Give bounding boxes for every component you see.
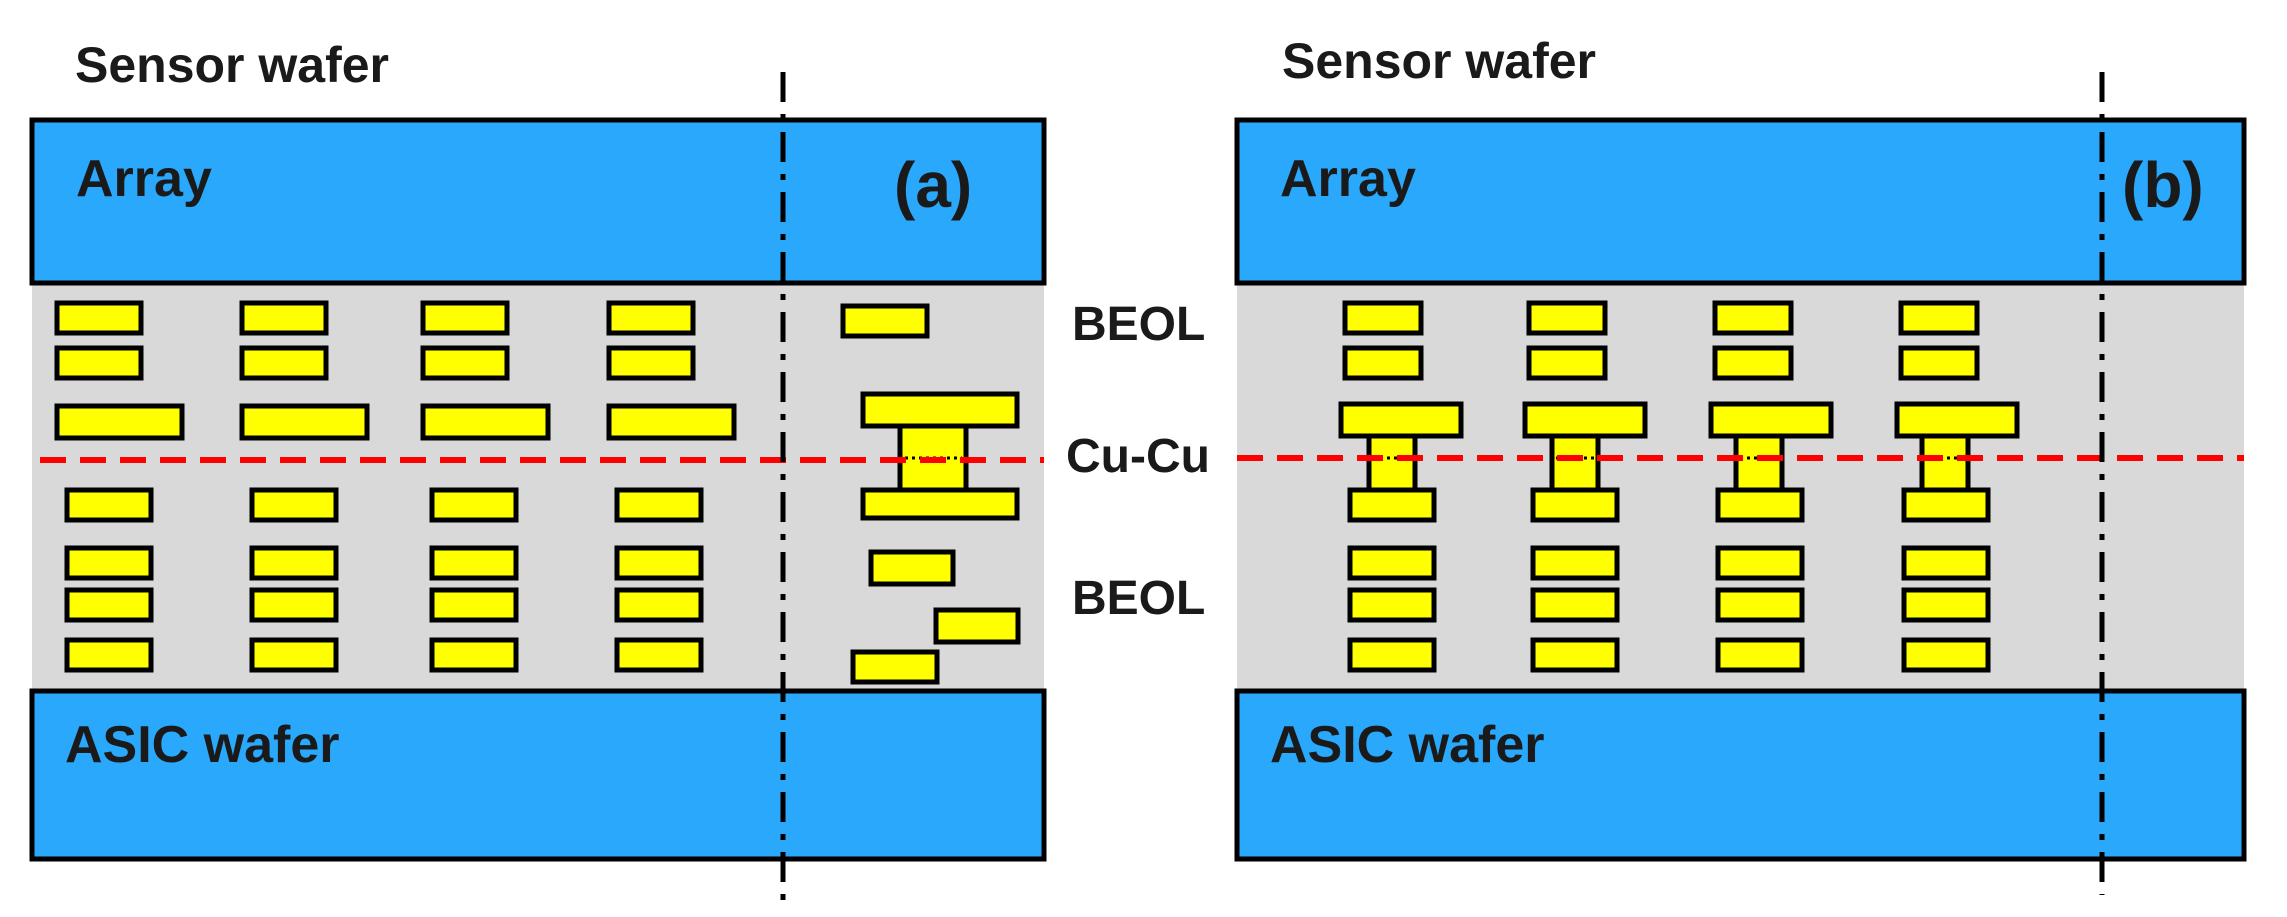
beol-metal-bottom [1715,545,1805,581]
beol-metal-top [239,300,329,336]
beol-metal-bottom [249,487,339,523]
cu-pillar-top-pad [1708,401,1834,439]
beol-metal-top [1898,345,1980,381]
beol-metal-top [420,345,510,381]
sensor-wafer-title-b: Sensor wafer [1282,33,1596,89]
cu-pillar-top-pad [860,391,1020,429]
beol-metal-bottom [429,637,519,673]
edge-metal [850,649,940,685]
sensor-wafer-b [1234,117,2247,286]
asic-wafer-b [1234,688,2247,862]
beol-metal-bottom [249,545,339,581]
beol-metal-bottom [1715,587,1805,623]
beol-metal-bottom [64,587,154,623]
beol-metal-bottom [1715,637,1805,673]
beol-metal-bottom [614,545,704,581]
metal-lines-b [1342,300,1991,673]
beol-metal-bottom [1347,545,1437,581]
beol-metal-bottom [1901,545,1991,581]
cu-pillar-bottom-pad [1347,487,1437,523]
asic-wafer-a [29,688,1047,862]
beol-metal-top-wide [239,403,370,441]
beol-metal-top [1342,345,1424,381]
asic-wafer-label-b: ASIC wafer [1270,716,1545,774]
edge-metal [840,303,930,339]
beol-metal-bottom [614,487,704,523]
sensor-wafer-a [29,117,1047,286]
cu-cu-bond-label: Cu-Cu [1066,430,1210,483]
beol-metal-bottom [249,637,339,673]
beol-metal-top [1526,345,1608,381]
beol-metal-bottom [614,637,704,673]
asic-wafer-label-a: ASIC wafer [65,716,340,774]
beol-metal-bottom [429,487,519,523]
cu-pillar-top-pad [1522,401,1648,439]
beol-metal-top [606,300,696,336]
beol-metal-top [54,300,144,336]
beol-metal-bottom [1530,545,1620,581]
panel-letter-a: (a) [894,149,972,221]
beol-metal-bottom [64,487,154,523]
beol-metal-top [1712,300,1794,336]
beol-metal-top [1898,300,1980,336]
beol-metal-top [1342,300,1424,336]
array-label-b: Array [1280,150,1416,208]
beol-metal-bottom [64,637,154,673]
beol-metal-bottom [614,587,704,623]
cu-pillar-bottom-pad [1901,487,1991,523]
beol-metal-top-wide [54,403,185,441]
panel-letter-b: (b) [2122,149,2204,221]
beol-metal-top-wide [420,403,551,441]
beol-label-top: BEOL [1072,298,1205,351]
beol-metal-bottom [64,545,154,581]
panel-a: Sensor wafer Array ASIC wafer (a) [29,37,1047,862]
metal-lines-a [54,300,1021,685]
cu-pillar-top-pad [1894,401,2020,439]
beol-label-bottom: BEOL [1072,572,1205,625]
beol-metal-top [420,300,510,336]
beol-metal-bottom [1347,587,1437,623]
cu-pillar-bottom-pad [860,487,1020,521]
beol-metal-top [239,345,329,381]
cu-pillar-bottom-pad [1530,487,1620,523]
cu-pillars-a [860,391,1020,521]
beol-metal-bottom [249,587,339,623]
beol-region-a [32,283,1044,691]
cu-pillar-top-pad [1338,401,1464,439]
beol-metal-bottom [429,545,519,581]
edge-metal [933,607,1021,645]
panel-b: Sensor wafer Array ASIC wafer (b) [1234,33,2247,862]
edge-metal [868,549,956,587]
beol-metal-bottom [1347,637,1437,673]
beol-metal-bottom [1530,637,1620,673]
sensor-wafer-title-a: Sensor wafer [75,37,389,93]
beol-metal-top-wide [606,403,737,441]
beol-metal-bottom [429,587,519,623]
beol-metal-top [54,345,144,381]
cu-pillar-bottom-pad [1715,487,1805,523]
beol-metal-bottom [1530,587,1620,623]
beol-metal-top [606,345,696,381]
beol-metal-bottom [1901,637,1991,673]
array-label-a: Array [76,150,212,208]
beol-metal-bottom [1901,587,1991,623]
beol-metal-top [1712,345,1794,381]
beol-metal-top [1526,300,1608,336]
